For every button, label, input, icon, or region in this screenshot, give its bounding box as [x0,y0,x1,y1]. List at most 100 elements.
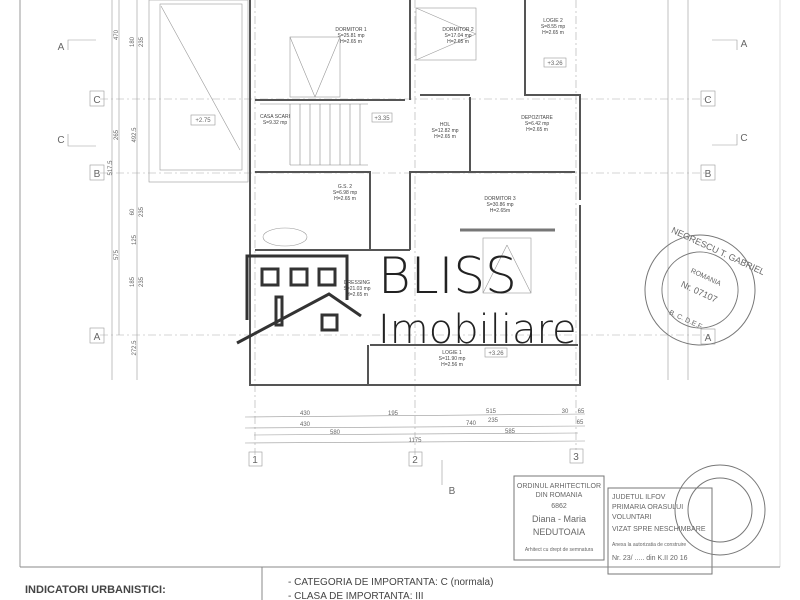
svg-text:S=11.90 mp: S=11.90 mp [439,356,466,362]
svg-text:H=2.65 m: H=2.65 m [334,196,356,202]
level-logie1: +3.26 [488,351,504,357]
grid-label-c: C [704,95,711,106]
logo-line1: BLISS [378,247,517,305]
grid-label-b: B [94,169,101,180]
section-mark-c: C [57,135,64,146]
authority-stamp: JUDETUL ILFOV PRIMARIA ORASULUI VOLUNTAR… [607,487,713,575]
svg-text:H=2.65 m: H=2.65 m [447,39,469,45]
dim-label: 1175 [409,438,423,444]
dim-label: 430 [300,422,311,428]
building-walls: +3.35 +3.26 +3.26 [249,0,581,386]
svg-text:H=2.65m: H=2.65m [490,208,510,214]
bliss-logo: BLISS Imobiliare [236,247,577,353]
dim-label: 470 [114,29,120,40]
svg-text:LOGIE 2: LOGIE 2 [543,18,563,24]
level-casa-scari: +3.35 [374,116,390,122]
footer-heading: INDICATORI URBANISTICI: [25,584,166,596]
svg-text:Arhitect cu drept de semnatura: Arhitect cu drept de semnatura [525,547,594,553]
svg-text:H=2.65 m: H=2.65 m [340,39,362,45]
svg-text:DORMITOR 1: DORMITOR 1 [335,27,367,33]
architect-stamp: ORDINUL ARHITECTILOR DIN ROMANIA 6862 Di… [513,475,605,561]
dim-label: 492.5 [132,127,138,143]
room-dormitor-1: DORMITOR 1S=25.81 mpH=2.65 m [335,27,367,45]
grid-label-a: A [94,332,101,343]
svg-text:H=2.65 m: H=2.65 m [542,30,564,36]
logo-line2: Imobiliare [378,307,577,353]
svg-text:S=6.98 mp: S=6.98 mp [333,190,358,196]
left-dimension-labels: 470 265 517.5 575 272.5 180 235 492.5 60… [108,29,145,355]
svg-text:PRIMARIA ORASULUI: PRIMARIA ORASULUI [612,504,683,511]
svg-text:DORMITOR 2: DORMITOR 2 [442,27,474,33]
section-marks: A C A C B [57,39,747,497]
room-gs-2: G.S. 2S=6.98 mpH=2.65 m [333,184,358,202]
grid-label-2: 2 [412,455,418,466]
grid-label-a: A [705,333,712,344]
dim-label: 235 [488,418,499,424]
svg-text:S=17.04 mp: S=17.04 mp [444,33,471,39]
dim-label: 180 [130,36,136,47]
dim-label: 575 [114,249,120,260]
svg-text:S=21.03 mp: S=21.03 mp [343,286,370,292]
svg-text:H=2.65 m: H=2.65 m [346,292,368,298]
section-mark-c: C [740,133,747,144]
svg-text:S=8.55 mp: S=8.55 mp [541,24,566,30]
grid-bubbles: C B A C B A 1 2 3 [89,90,716,467]
svg-text:NEGRESCU T. GABRIEL: NEGRESCU T. GABRIEL [670,225,767,277]
dim-label: 65 [577,420,584,426]
dim-label: 740 [466,421,477,427]
svg-text:NEDUTOAIA: NEDUTOAIA [533,527,585,537]
svg-text:H=2.56 m: H=2.56 m [441,362,463,368]
dim-label: 515 [486,409,497,415]
room-dormitor-3: DORMITOR 3S=30.86 mpH=2.65m [484,196,516,214]
dim-label: 235 [139,206,145,217]
dim-label: 65 [578,409,585,415]
bottom-dimensions: 430 195 515 30 65 430 740 235 65 580 585… [244,409,586,444]
svg-text:H=2.65 m: H=2.65 m [434,134,456,140]
svg-text:JUDETUL ILFOV: JUDETUL ILFOV [612,494,666,501]
dim-label: 517.5 [108,160,114,176]
dim-label: 185 [130,276,136,287]
house-logo-icon [236,254,362,345]
section-mark-a: A [741,39,748,50]
section-mark-b: B [449,486,456,497]
svg-text:H=2.65 m: H=2.65 m [526,127,548,133]
svg-text:DEPOZITARE: DEPOZITARE [521,115,553,121]
level-logie2: +3.26 [547,61,563,67]
svg-text:ORDINUL ARHITECTILOR: ORDINUL ARHITECTILOR [517,483,601,490]
dim-label: 235 [139,36,145,47]
dim-label: 125 [132,234,138,245]
svg-text:CASA SCARI: CASA SCARI [260,114,290,120]
svg-text:S=9.32 mp: S=9.32 mp [263,120,288,126]
dim-label: 585 [505,429,516,435]
grid-label-b: B [705,169,712,180]
svg-text:Nr. 23/ ..... din K.II 20 16: Nr. 23/ ..... din K.II 20 16 [612,555,688,562]
seal-stamp [674,464,766,556]
svg-text:S=25.81 mp: S=25.81 mp [337,33,364,39]
svg-text:6862: 6862 [551,503,567,510]
room-dormitor-2: DORMITOR 2S=17.04 mpH=2.65 m [442,27,474,45]
engineer-stamp: NEGRESCU T. GABRIEL ROMANIA Nr. 07107 B.… [644,225,767,346]
dim-label: 30 [562,409,569,415]
terrace: +2.75 [148,0,249,183]
dim-label: 195 [388,411,399,417]
grid-label-3: 3 [573,452,579,463]
svg-text:G.S. 2: G.S. 2 [338,184,352,190]
svg-text:S=12.82 mp: S=12.82 mp [431,128,458,134]
footer-line: - CLASA DE IMPORTANTA: III [288,591,424,600]
dim-label: 60 [130,208,136,215]
svg-text:DIN ROMANIA: DIN ROMANIA [536,492,583,499]
footer-line: - CATEGORIA DE IMPORTANTA: C (normala) [288,577,493,588]
svg-text:Diana - Maria: Diana - Maria [532,514,586,524]
room-logie-1: LOGIE 1S=11.90 mpH=2.56 m [439,350,466,368]
dim-label: 272.5 [132,340,138,356]
grid-label-1: 1 [252,455,258,466]
svg-text:VOLUNTARI: VOLUNTARI [612,514,652,521]
dim-label: 265 [114,129,120,140]
svg-text:S=6.42 mp: S=6.42 mp [525,121,550,127]
room-logie-2: LOGIE 2S=8.55 mpH=2.65 m [541,18,566,36]
